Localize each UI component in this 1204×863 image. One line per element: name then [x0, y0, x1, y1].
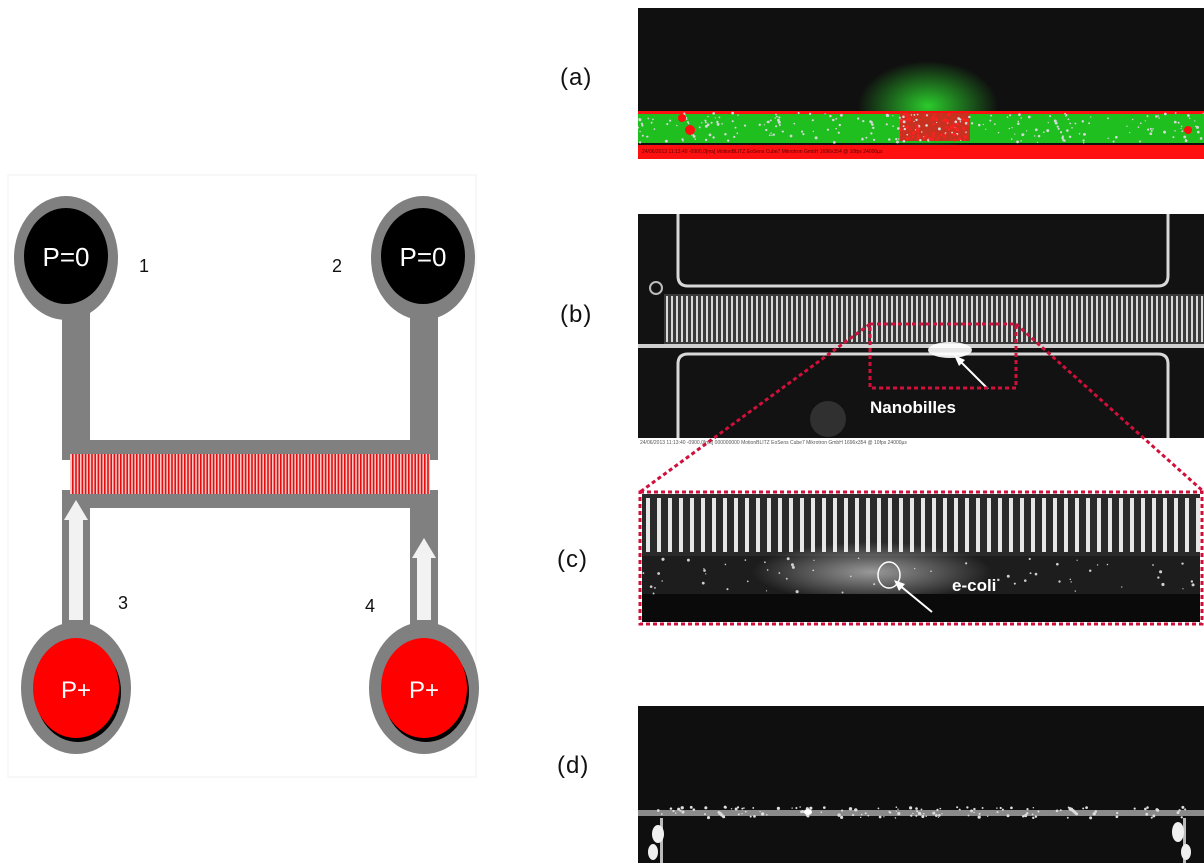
reservoir-3: P+	[21, 622, 131, 754]
panel-c-image: e-coli	[642, 494, 1200, 622]
panel-b-stamp: 24/06/2013 11:13:40 -0900,0[ms] 00000000…	[640, 440, 907, 446]
reservoir-4-pressure: P+	[409, 677, 439, 704]
nanobilles-arrow	[957, 358, 989, 390]
reservoir-2-number: 2	[332, 256, 342, 276]
panel-b-micrograph	[638, 214, 1204, 438]
panel-d-micrograph	[638, 805, 1204, 863]
panel-a-image: 24/06/2013 11:13:40 -0900,0[ms] MotionBL…	[638, 8, 1204, 159]
flow-arrow-right	[412, 538, 436, 620]
e-coli-circle	[877, 561, 901, 589]
panel-a-overlay-text: 24/06/2013 11:13:40 -0900,0[ms] MotionBL…	[642, 149, 883, 155]
reservoir-1-pressure: P=0	[43, 242, 90, 272]
panel-b-label: (b)	[560, 301, 593, 328]
reservoir-1: P=0	[14, 196, 118, 320]
reservoir-1-fill	[24, 208, 108, 304]
reservoir-3-fill	[33, 638, 119, 738]
panel-d-image	[638, 706, 1204, 863]
panel-c-micrograph	[642, 494, 1200, 622]
reservoir-1-number: 1	[139, 256, 149, 276]
reservoir-4: P+	[369, 622, 479, 754]
flow-arrow-left	[64, 500, 88, 620]
reservoir-2-pressure: P=0	[400, 242, 447, 272]
panel-a-label: (a)	[560, 64, 593, 91]
panel-a-fluorescence	[638, 61, 1204, 159]
reservoir-4-fill	[381, 638, 467, 738]
reservoir-3-pressure: P+	[61, 677, 91, 704]
panel-c-label: (c)	[557, 546, 588, 573]
zoom-frame	[638, 490, 1204, 626]
reservoir-2-fill	[381, 208, 465, 304]
e-coli-arrow	[897, 583, 933, 613]
nanochannel-array	[70, 454, 430, 494]
reservoir-4-number: 4	[365, 596, 375, 616]
panel-b-image: Nanobilles	[638, 214, 1204, 438]
nanobilles-callout: Nanobilles	[870, 398, 956, 417]
reservoir-2: P=0	[371, 196, 475, 320]
panel-d-label: (d)	[557, 752, 590, 779]
zoom-box	[868, 322, 1018, 390]
e-coli-callout: e-coli	[952, 576, 997, 595]
microchannels	[62, 300, 438, 640]
chip-schematic: P=0 P=0 P+ P+ 1 2 3 4	[7, 174, 479, 778]
reservoir-3-number: 3	[118, 593, 128, 613]
